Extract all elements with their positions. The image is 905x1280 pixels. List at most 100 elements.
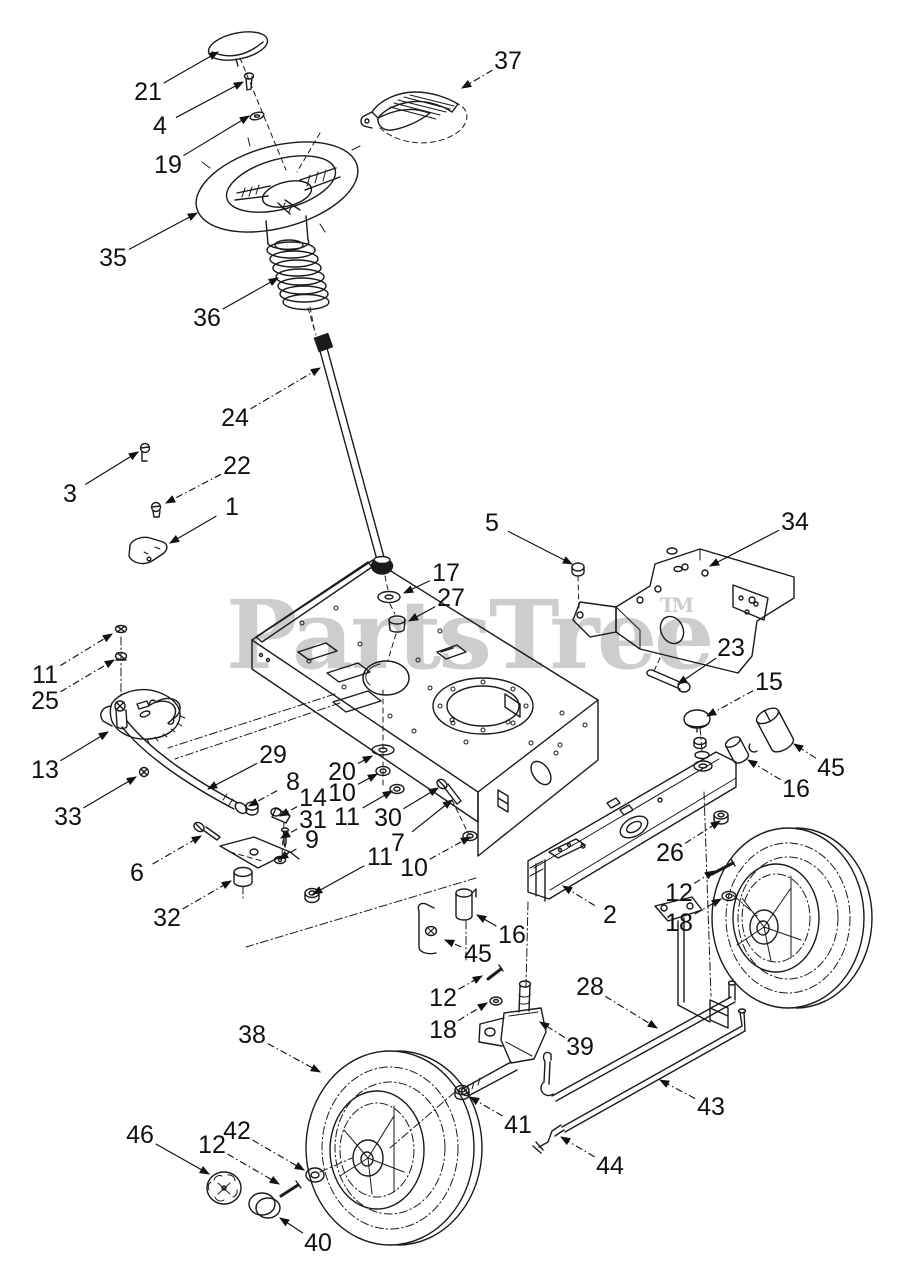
part-number-43[interactable]: 43 bbox=[697, 1093, 725, 1121]
part-number-10b[interactable]: 10 bbox=[400, 854, 428, 882]
part-number-6[interactable]: 6 bbox=[130, 859, 144, 887]
part-number-37[interactable]: 37 bbox=[494, 47, 522, 75]
part-number-41[interactable]: 41 bbox=[504, 1111, 532, 1139]
leader-line-38 bbox=[267, 1043, 322, 1073]
leader-line-42 bbox=[252, 1139, 305, 1171]
leader-line-27 bbox=[407, 606, 436, 622]
leader-line-46 bbox=[155, 1143, 211, 1175]
leader-line-8 bbox=[247, 790, 278, 807]
leader-line-9 bbox=[278, 848, 297, 860]
leader-line-39 bbox=[539, 1021, 566, 1038]
part-number-14[interactable]: 14 bbox=[299, 784, 327, 812]
part-number-19[interactable]: 19 bbox=[154, 151, 182, 179]
leader-line-13 bbox=[60, 731, 109, 762]
part-number-42[interactable]: 42 bbox=[223, 1117, 251, 1145]
leader-line-4 bbox=[175, 81, 245, 119]
part-number-33[interactable]: 33 bbox=[54, 803, 82, 831]
leader-line-32 bbox=[182, 880, 232, 910]
part-number-17[interactable]: 17 bbox=[432, 559, 460, 587]
part-number-40[interactable]: 40 bbox=[304, 1229, 332, 1257]
part-number-36[interactable]: 36 bbox=[193, 304, 221, 332]
part-number-8[interactable]: 8 bbox=[286, 768, 300, 796]
cap-bolt-drawing bbox=[243, 72, 265, 121]
part-number-22[interactable]: 22 bbox=[223, 452, 251, 480]
part-number-29[interactable]: 29 bbox=[259, 741, 287, 769]
part-number-39[interactable]: 39 bbox=[566, 1033, 594, 1061]
leader-line-36 bbox=[222, 277, 280, 310]
part-number-25[interactable]: 25 bbox=[31, 687, 59, 715]
leader-line-45a bbox=[793, 743, 817, 759]
leader-line-3 bbox=[85, 451, 139, 486]
part-number-15[interactable]: 15 bbox=[755, 668, 783, 696]
part-number-26[interactable]: 26 bbox=[656, 839, 684, 867]
part-number-11b[interactable]: 11 bbox=[334, 803, 360, 831]
leader-line-16a bbox=[747, 759, 781, 781]
part-number-35[interactable]: 35 bbox=[99, 244, 127, 272]
part-number-16b[interactable]: 16 bbox=[498, 921, 526, 949]
part-number-11a[interactable]: 11 bbox=[32, 661, 58, 689]
leader-line-12c bbox=[227, 1153, 280, 1185]
leader-line-35 bbox=[128, 212, 199, 251]
steering-sector-drawing bbox=[100, 624, 186, 778]
leader-line-31 bbox=[279, 828, 298, 839]
watermark-tm: TM bbox=[660, 593, 694, 617]
part-number-38[interactable]: 38 bbox=[238, 1021, 266, 1049]
part-number-18a[interactable]: 18 bbox=[665, 909, 693, 937]
drag-link-bellcrank-drawing bbox=[121, 720, 300, 899]
leader-line-23 bbox=[677, 657, 717, 685]
hub-parts-drawing bbox=[206, 1157, 353, 1219]
leader-line-21 bbox=[163, 51, 219, 84]
part-number-28[interactable]: 28 bbox=[576, 973, 604, 1001]
front-axle-drawing bbox=[527, 750, 737, 902]
part-number-13[interactable]: 13 bbox=[31, 756, 59, 784]
part-number-44[interactable]: 44 bbox=[596, 1152, 624, 1180]
part-number-5[interactable]: 5 bbox=[485, 509, 499, 537]
part-number-31[interactable]: 31 bbox=[299, 806, 327, 834]
part-number-3[interactable]: 3 bbox=[63, 480, 77, 508]
leader-line-12b bbox=[458, 975, 484, 990]
part-number-20[interactable]: 20 bbox=[328, 758, 356, 786]
leader-line-37 bbox=[461, 69, 493, 89]
part-number-16a[interactable]: 16 bbox=[782, 775, 810, 803]
frame-deck-drawing bbox=[251, 559, 599, 857]
part-number-1[interactable]: 1 bbox=[225, 493, 239, 521]
steering-bellows-drawing bbox=[266, 239, 330, 311]
part-number-34[interactable]: 34 bbox=[781, 508, 809, 536]
spindle-bushings-drawing bbox=[417, 888, 477, 963]
leader-line-11b bbox=[362, 790, 393, 809]
part-number-23[interactable]: 23 bbox=[717, 634, 745, 662]
part-number-24[interactable]: 24 bbox=[221, 404, 249, 432]
projection-lines bbox=[167, 693, 477, 948]
leader-line-30 bbox=[403, 787, 439, 810]
part-number-30[interactable]: 30 bbox=[374, 804, 402, 832]
part-number-9[interactable]: 9 bbox=[305, 826, 319, 854]
steering-cap-drawing bbox=[207, 31, 269, 67]
part-number-4[interactable]: 4 bbox=[153, 112, 167, 140]
part-number-27[interactable]: 27 bbox=[437, 584, 465, 612]
leader-line-28 bbox=[605, 995, 658, 1029]
part-number-12b[interactable]: 12 bbox=[429, 984, 457, 1012]
leader-line-2 bbox=[562, 885, 595, 907]
part-number-12c[interactable]: 12 bbox=[198, 1131, 226, 1159]
leader-line-6 bbox=[152, 835, 202, 865]
part-number-11c[interactable]: 11 bbox=[367, 843, 393, 871]
part-number-21[interactable]: 21 bbox=[134, 78, 162, 106]
leader-line-17 bbox=[402, 580, 430, 594]
watermark-text: PartsTree bbox=[226, 580, 712, 691]
part-number-10a[interactable]: 10 bbox=[328, 779, 356, 807]
part-number-7[interactable]: 7 bbox=[391, 829, 405, 857]
leader-line-14 bbox=[278, 806, 298, 817]
leader-line-44 bbox=[560, 1136, 595, 1158]
leader-line-25 bbox=[60, 659, 115, 693]
part-number-45a[interactable]: 45 bbox=[817, 754, 845, 782]
leader-line-41 bbox=[469, 1096, 503, 1117]
part-number-46[interactable]: 46 bbox=[126, 1121, 154, 1149]
part-number-2[interactable]: 2 bbox=[603, 901, 617, 929]
part-number-18b[interactable]: 18 bbox=[429, 1016, 457, 1044]
part-number-32[interactable]: 32 bbox=[153, 904, 181, 932]
part-number-45b[interactable]: 45 bbox=[464, 940, 492, 968]
part-number-12a[interactable]: 12 bbox=[665, 879, 693, 907]
centerline bbox=[307, 307, 317, 336]
